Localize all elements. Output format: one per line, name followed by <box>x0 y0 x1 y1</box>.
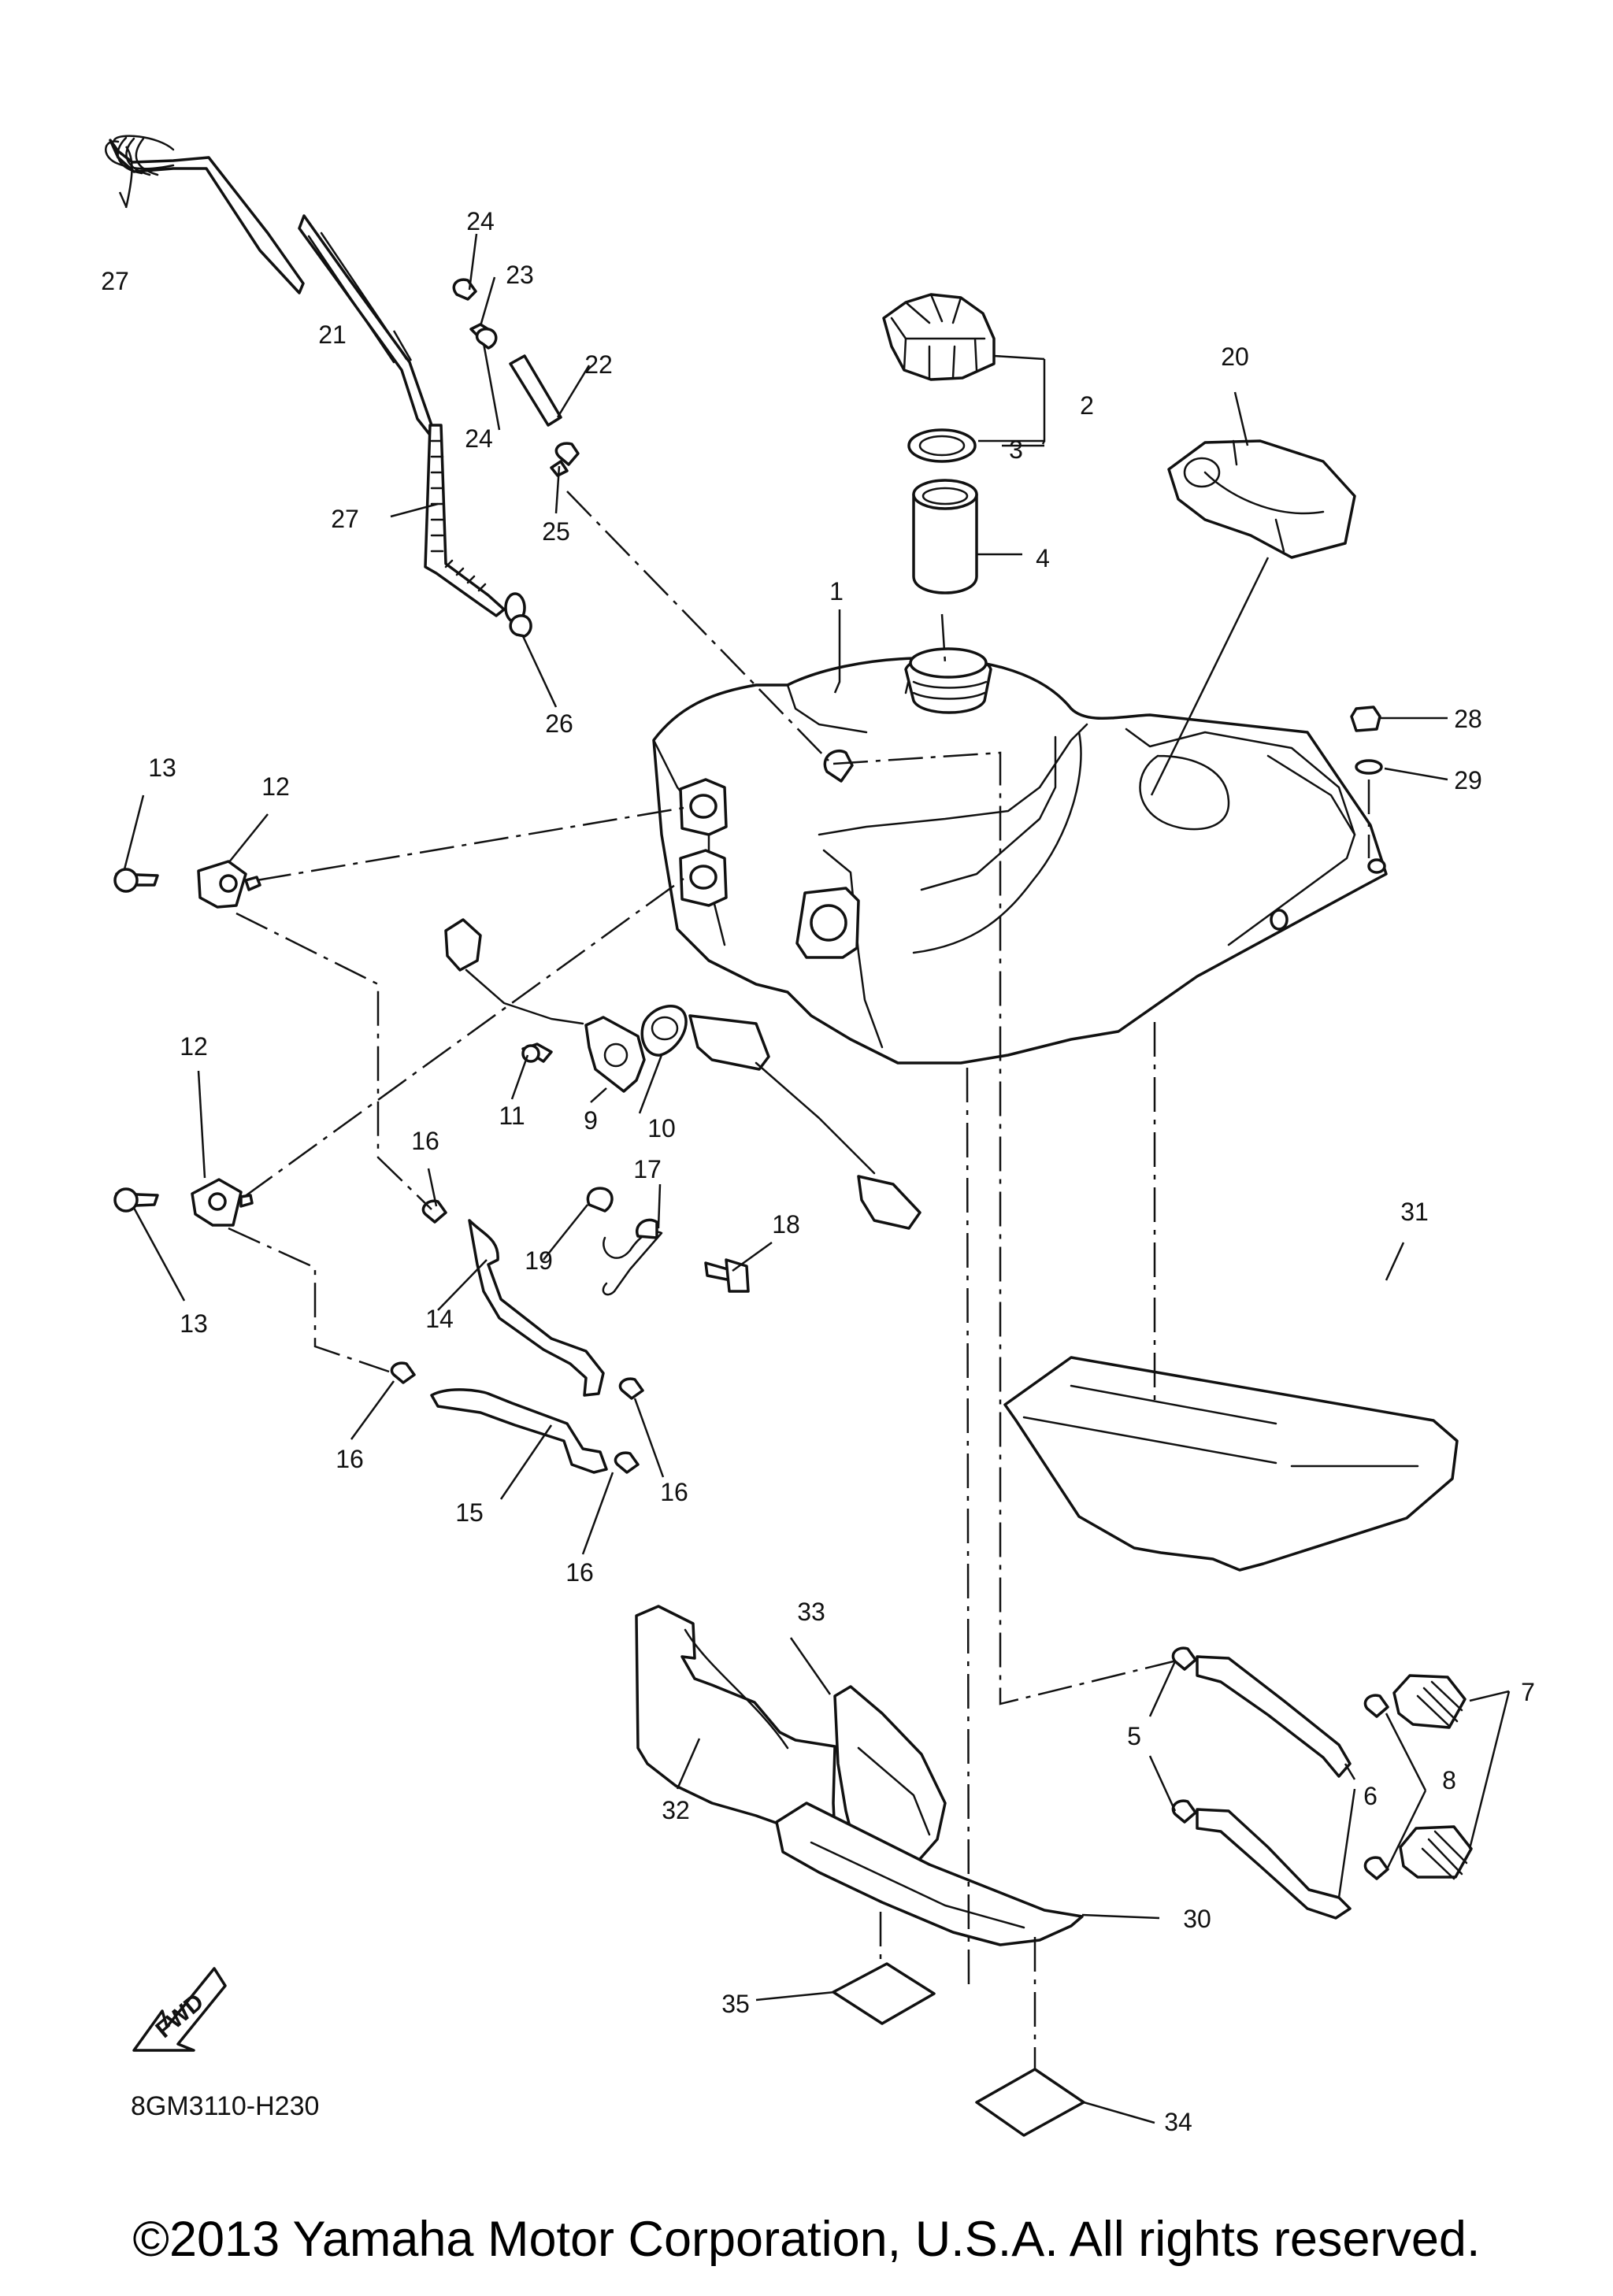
callout-28: 28 <box>1454 705 1482 733</box>
callout-26: 26 <box>545 709 573 738</box>
callout-24-upper: 24 <box>466 207 495 235</box>
callout-13-lower: 13 <box>180 1309 208 1338</box>
callouts: 1 2 3 4 5 6 7 8 9 10 11 12 12 13 13 14 1… <box>101 207 1535 2136</box>
callout-7: 7 <box>1521 1678 1535 1706</box>
callout-16-c: 16 <box>660 1478 688 1506</box>
callout-19: 19 <box>525 1246 553 1275</box>
callout-3: 3 <box>1009 435 1023 464</box>
callout-16-a: 16 <box>411 1127 439 1155</box>
callout-27-upper: 27 <box>101 267 129 295</box>
callout-16-d: 16 <box>565 1558 594 1587</box>
callout-25: 25 <box>542 517 570 546</box>
callout-13-upper: 13 <box>148 754 176 782</box>
callout-9: 9 <box>584 1106 598 1135</box>
callout-30: 30 <box>1183 1905 1211 1933</box>
pads-34-35 <box>832 1962 1085 2137</box>
callout-33: 33 <box>797 1598 825 1626</box>
callout-22: 22 <box>584 350 613 379</box>
tank-strap <box>1167 439 1356 559</box>
callout-8: 8 <box>1442 1766 1456 1794</box>
callout-6: 6 <box>1363 1782 1378 1810</box>
callout-12-lower: 12 <box>180 1032 208 1061</box>
callout-32: 32 <box>662 1796 690 1824</box>
leader-lines <box>118 146 1511 2124</box>
callout-11: 11 <box>499 1102 525 1130</box>
callout-15: 15 <box>455 1498 484 1527</box>
callout-31: 31 <box>1400 1198 1429 1226</box>
callout-1: 1 <box>829 577 844 605</box>
vent-filters-5-8 <box>1171 1646 1473 1920</box>
callout-27-lower: 27 <box>331 505 359 533</box>
callout-16-b: 16 <box>336 1445 364 1473</box>
callout-20: 20 <box>1221 343 1249 371</box>
callout-10: 10 <box>647 1114 676 1142</box>
copyright-notice: ©2013 Yamaha Motor Corporation, U.S.A. A… <box>132 2212 1481 2267</box>
rear-guard-30-32-33 <box>635 1605 1084 1946</box>
bolt-washer-28-29 <box>1350 705 1383 775</box>
fuel-tank <box>652 647 1388 1065</box>
callout-35: 35 <box>721 1990 750 2018</box>
assembly-lines <box>228 491 1370 2071</box>
callout-18: 18 <box>772 1210 800 1239</box>
drawing-code: 8GM3110-H230 <box>131 2091 319 2121</box>
callout-4: 4 <box>1036 544 1050 572</box>
fuel-cap-assembly <box>882 293 996 594</box>
fuel-hose-15 <box>390 1361 644 1474</box>
callout-12-upper: 12 <box>261 772 290 801</box>
hose-clip-17-19 <box>586 1187 750 1296</box>
heat-shield-31 <box>1003 1356 1459 1572</box>
fuel-sender-unit <box>444 918 921 1230</box>
callout-21: 21 <box>318 320 347 349</box>
callout-14: 14 <box>425 1305 454 1333</box>
callout-29: 29 <box>1454 766 1482 794</box>
callout-34: 34 <box>1164 2108 1192 2136</box>
callout-17: 17 <box>633 1155 662 1183</box>
breather-hose-assembly <box>105 135 580 638</box>
callout-23: 23 <box>506 261 534 289</box>
fuel-cock-upper <box>113 860 261 909</box>
callout-24-lower: 24 <box>465 424 493 453</box>
fuel-cock-lower <box>113 1178 254 1227</box>
fwd-arrow: FWD <box>132 1967 227 2052</box>
callout-2: 2 <box>1080 391 1094 420</box>
callout-5: 5 <box>1127 1722 1141 1750</box>
